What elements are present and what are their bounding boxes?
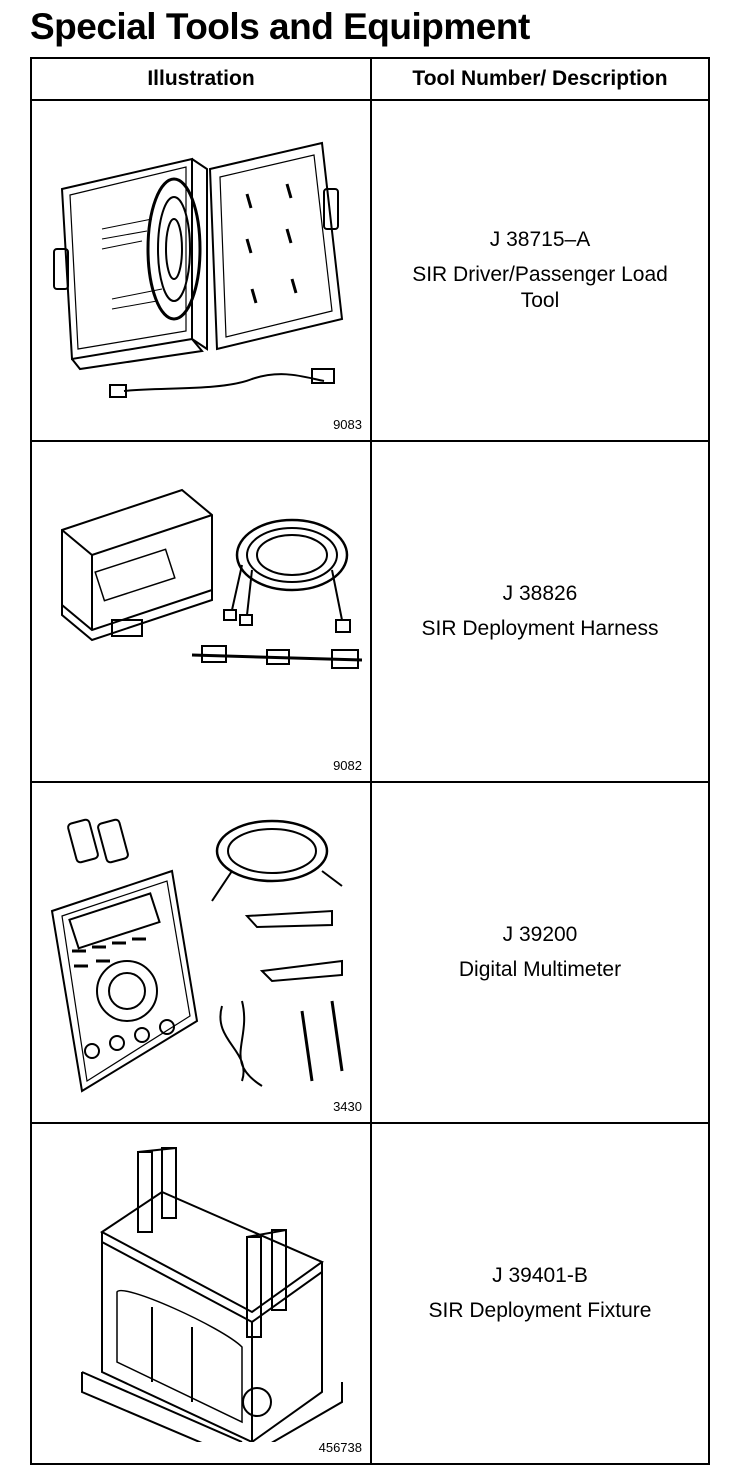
figure-number: 3430 — [333, 1099, 362, 1114]
column-divider — [370, 59, 372, 1463]
deployment-fixture-illustration — [32, 1124, 370, 1463]
figure-number: 9083 — [333, 417, 362, 432]
tool-name: SIR Deployment Harness — [421, 617, 659, 640]
figure-number: 9082 — [333, 758, 362, 773]
tool-description: J 38826 SIR Deployment Harness — [372, 442, 708, 781]
header-tool-number: Tool Number/ Description — [412, 67, 668, 90]
table-row: 456738 J 39401-B SIR Deployment Fixture — [32, 1124, 708, 1463]
tool-number: J 38826 — [502, 582, 578, 605]
load-tool-illustration — [32, 101, 370, 440]
table-row: 9083 J 38715–A SIR Driver/Passenger Load… — [32, 101, 708, 442]
tool-number: J 38715–A — [489, 228, 591, 251]
header-illustration: Illustration — [147, 67, 255, 90]
page-title: Special Tools and Equipment — [30, 6, 530, 47]
multimeter-illustration — [32, 783, 370, 1122]
tool-description: J 38715–A SIR Driver/Passenger Load Tool — [372, 101, 708, 440]
deployment-harness-illustration — [32, 442, 370, 781]
tool-description: J 39200 Digital Multimeter — [372, 783, 708, 1122]
tool-number: J 39200 — [502, 923, 578, 946]
tool-description: J 39401-B SIR Deployment Fixture — [372, 1124, 708, 1463]
table-row: 3430 J 39200 Digital Multimeter — [32, 783, 708, 1124]
figure-number: 456738 — [318, 1440, 362, 1455]
tool-number: J 39401-B — [492, 1264, 588, 1287]
tool-name: SIR Driver/Passenger Load Tool — [412, 263, 668, 312]
table-row: 9082 J 38826 SIR Deployment Harness — [32, 442, 708, 783]
tools-table: Illustration Tool Number/ Description — [30, 57, 710, 1465]
tool-name: SIR Deployment Fixture — [428, 1299, 652, 1322]
tool-name: Digital Multimeter — [458, 958, 622, 981]
